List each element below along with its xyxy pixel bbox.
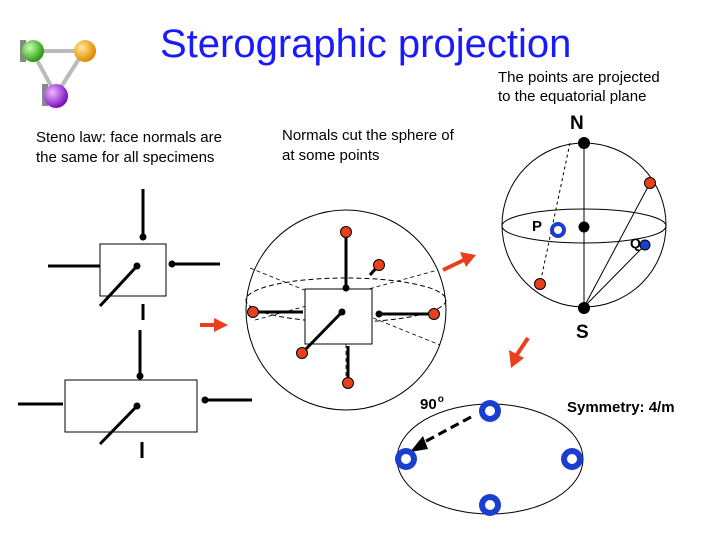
south-label: S: [576, 322, 589, 343]
logo-molecule-icon: [20, 40, 96, 108]
angle-value: 90: [420, 396, 437, 413]
north-pole-point: [578, 137, 590, 149]
crystal-bottom: [18, 330, 252, 458]
stereogram-point-right: [561, 448, 583, 470]
projection-note-line1: The points are projected: [498, 69, 660, 86]
normals-note: Normals cut the sphere of at some points: [282, 126, 454, 166]
projected-point-q: [639, 239, 651, 251]
point-p-label: P: [532, 218, 543, 235]
stereogram-point-top: [479, 400, 501, 422]
steno-law-line1: Steno law: face normals are: [36, 129, 222, 146]
page-title: Sterographic projection: [160, 22, 572, 66]
rotation-arrow-icon: [410, 436, 428, 452]
steno-law-note: Steno law: face normals are the same for…: [36, 128, 222, 168]
arrow-down-left-icon: [509, 336, 530, 368]
stereogram-point-left: [395, 448, 417, 470]
arrow-right-icon: [200, 318, 228, 332]
pole-q: [644, 177, 656, 189]
normals-note-line1: Normals cut the sphere of: [282, 127, 454, 144]
center-point: [578, 221, 590, 233]
arrow-up-right-icon: [442, 252, 476, 272]
south-pole-point: [578, 302, 590, 314]
sphere-with-crystal: [245, 209, 447, 411]
angle-label: 90o: [420, 394, 444, 413]
sphere-poles: [247, 226, 440, 389]
angle-unit: o: [437, 394, 444, 405]
pole-lower: [534, 278, 546, 290]
projection-note: The points are projected to the equatori…: [498, 68, 660, 106]
projected-point-p: [550, 222, 566, 238]
steno-law-line2: the same for all specimens: [36, 149, 215, 166]
stereogram-point-bottom: [479, 494, 501, 516]
crystal-top: [48, 189, 220, 320]
north-label: N: [570, 113, 584, 134]
symmetry-label: Symmetry: 4/m: [567, 399, 675, 416]
normals-note-line2: at some points: [282, 147, 380, 164]
projection-note-line2: to the equatorial plane: [498, 88, 647, 105]
point-q-label: Q: [630, 235, 641, 251]
